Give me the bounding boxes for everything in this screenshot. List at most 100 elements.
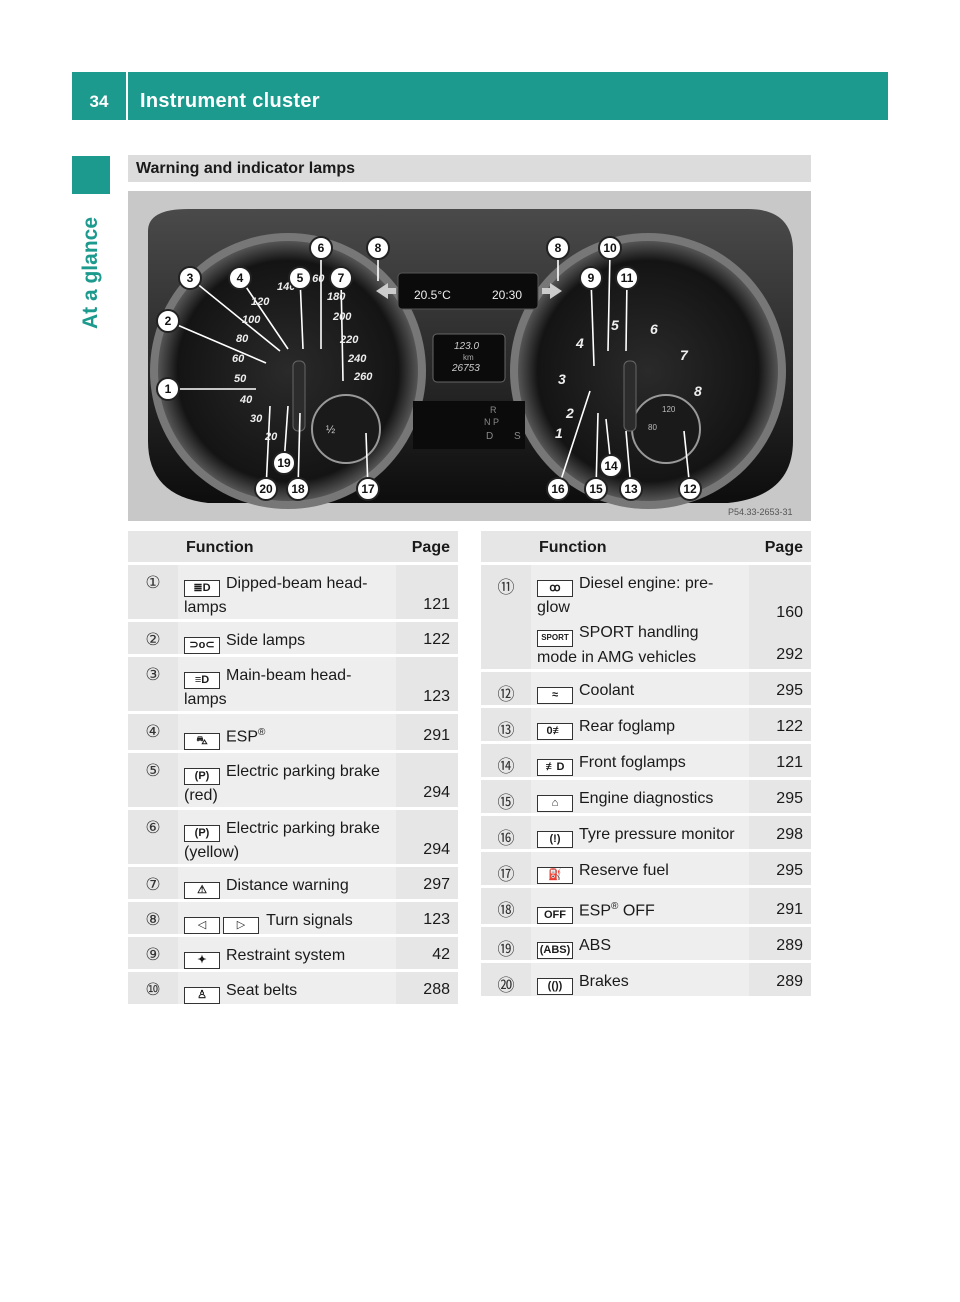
row-function: (P)Electric parking brake(red) xyxy=(178,753,396,811)
row-number: ③ xyxy=(128,657,178,714)
row-number: ⑮ xyxy=(481,780,531,816)
row-number: ① xyxy=(128,565,178,622)
callout-marker: 11 xyxy=(615,266,639,290)
function-label: Coolant xyxy=(579,682,635,699)
rpm-tick-label: 4 xyxy=(576,335,584,351)
speed-tick-label: 60 xyxy=(232,353,245,365)
function-label: Brakes xyxy=(579,973,629,991)
page-ref: 292 xyxy=(776,646,803,663)
front-foglamps-icon: ≢D xyxy=(537,759,573,776)
rpm-tick-label: 8 xyxy=(694,383,702,399)
page-ref: 294 xyxy=(423,784,450,802)
page-ref: 123 xyxy=(423,911,450,929)
total-odometer: 26753 xyxy=(452,363,480,374)
function-label-line2: (yellow) xyxy=(184,844,240,862)
table-header-page: Page xyxy=(396,531,458,565)
table-header-function: Function xyxy=(531,531,749,565)
speed-tick-label: 30 xyxy=(250,413,263,425)
seat-belts-icon: ♙ xyxy=(184,987,220,1005)
page-ref: 295 xyxy=(776,682,803,699)
restraint-system-icon: ✦ xyxy=(184,952,220,970)
gear-r: R xyxy=(490,405,497,415)
speed-tick-label: 220 xyxy=(340,334,359,346)
callout-marker: 3 xyxy=(178,266,202,290)
header-bar: 34 Instrument cluster xyxy=(72,72,888,120)
row-page: 123 xyxy=(396,902,458,938)
rpm-tick-label: 7 xyxy=(680,347,688,363)
row-number: ⑥ xyxy=(128,810,178,868)
function-label: Electric parking brake xyxy=(226,820,380,838)
parking-brake-yellow-icon: (P) xyxy=(184,825,220,843)
function-label: Distance warning xyxy=(226,877,349,895)
row-page: 289 xyxy=(749,927,811,964)
function-label: Side lamps xyxy=(226,632,306,649)
row-function: ⛽Reserve fuel xyxy=(531,852,749,888)
callout-marker: 5 xyxy=(288,266,312,290)
row-function: (P) Electric parking brake (yellow) xyxy=(178,810,396,868)
function-label-line2: (red) xyxy=(184,787,218,805)
fuel-half-mark: ½ xyxy=(326,424,336,436)
callout-marker: 10 xyxy=(598,236,622,260)
row-page: 297 xyxy=(396,867,458,903)
page-ref: 121 xyxy=(776,754,803,771)
abs-icon: (ABS) xyxy=(537,942,573,960)
callout-marker: 13 xyxy=(619,477,643,501)
row-number: ⑪ xyxy=(481,565,531,672)
function-label: Turn signals xyxy=(266,912,353,930)
row-page: 295 xyxy=(749,780,811,816)
trip-odometer: 123.0 xyxy=(454,341,480,352)
table-header-row: Function Page xyxy=(128,531,458,565)
row-function: (!)Tyre pressure monitor xyxy=(531,816,749,852)
row-function: ⚠ Distance warning xyxy=(178,867,396,903)
sport-icon: SPORT xyxy=(537,630,573,647)
gear-d: D xyxy=(486,431,494,442)
page-ref: 123 xyxy=(423,688,450,705)
preglow-icon: ꝏ xyxy=(537,580,573,597)
speed-tick-label: 80 xyxy=(236,333,249,345)
side-tab-text: At a glance xyxy=(79,216,102,330)
row-page: 122 xyxy=(396,622,458,657)
table-row: ⑥ (P) Electric parking brake (yellow) 294 xyxy=(128,810,458,868)
row-page: 291 xyxy=(749,888,811,928)
row-page: 295 xyxy=(749,852,811,888)
row-function: ≈Coolant xyxy=(531,672,749,708)
callout-marker: 4 xyxy=(228,266,252,290)
row-number: ⑳ xyxy=(481,963,531,1000)
esp-icon: ⛍ xyxy=(184,733,220,751)
callout-marker: 19 xyxy=(272,451,296,475)
function-label: Front foglamps xyxy=(579,754,686,771)
rpm-tick-label: 3 xyxy=(558,371,566,387)
row-page: 295 xyxy=(749,672,811,708)
rear-foglamp-icon: 0≢ xyxy=(537,723,573,740)
distance-warning-icon: ⚠ xyxy=(184,882,220,900)
brakes-icon: (()) xyxy=(537,978,573,996)
table-header-blank xyxy=(481,531,531,565)
row-function: ♙Seat belts xyxy=(178,972,396,1008)
reserve-fuel-icon: ⛽ xyxy=(537,867,573,884)
function-label: Dipped-beam head- xyxy=(226,575,368,592)
row-number: ⑱ xyxy=(481,888,531,928)
side-tab-label: At a glance xyxy=(72,208,110,338)
row-number: ⑤ xyxy=(128,753,178,811)
page-ref: 294 xyxy=(423,841,450,859)
function-label-line2: glow xyxy=(537,599,570,616)
row-page: 121 xyxy=(749,744,811,780)
page-number: 34 xyxy=(89,92,109,111)
callout-marker: 8 xyxy=(366,236,390,260)
row-function: ⌂Engine diagnostics xyxy=(531,780,749,816)
page-ref: 288 xyxy=(423,981,450,999)
dipped-beam-icon: ≣D xyxy=(184,580,220,597)
